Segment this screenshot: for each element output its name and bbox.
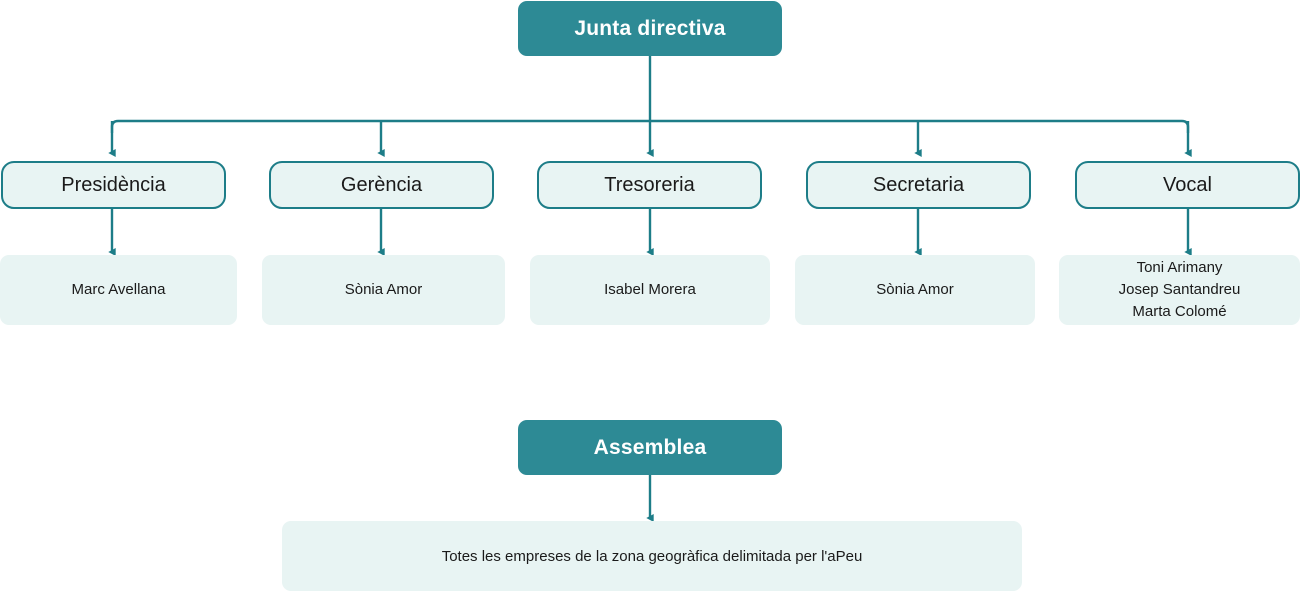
name-box-secretaria: Sònia Amor (795, 255, 1035, 325)
role-label-vocal: Vocal (1163, 173, 1212, 196)
role-label-tresoreria: Tresoreria (604, 173, 695, 196)
role-box-gerencia: Gerència (269, 161, 494, 209)
person-name: Marc Avellana (71, 281, 166, 299)
assembly-members-box: Totes les empreses de la zona geogràfica… (282, 521, 1022, 591)
person-name: Isabel Morera (604, 281, 696, 299)
name-box-tresoreria: Isabel Morera (530, 255, 770, 325)
role-box-secretaria: Secretaria (806, 161, 1031, 209)
person-name: Marta Colomé (1132, 302, 1227, 320)
person-name: Toni Arimany (1136, 259, 1223, 277)
person-name: Sònia Amor (344, 281, 423, 299)
name-box-gerencia: Sònia Amor (262, 255, 505, 325)
assemblea-label: Assemblea (593, 435, 707, 459)
name-box-presidencia: Marc Avellana (0, 255, 237, 325)
person-name: Sònia Amor (876, 281, 954, 299)
assembly-members-label: Totes les empreses de la zona geogràfica… (441, 547, 863, 565)
role-label-presidencia: Presidència (61, 173, 166, 196)
name-box-vocal: Toni Arimany Josep Santandreu Marta Colo… (1059, 255, 1300, 325)
role-box-tresoreria: Tresoreria (537, 161, 762, 209)
role-box-vocal: Vocal (1075, 161, 1300, 209)
assemblea-box: Assemblea (518, 420, 782, 475)
role-label-gerencia: Gerència (340, 173, 423, 196)
junta-directiva-box: Junta directiva (518, 1, 782, 56)
person-name: Josep Santandreu (1118, 281, 1241, 299)
role-label-secretaria: Secretaria (872, 173, 965, 196)
junta-directiva-label: Junta directiva (574, 16, 726, 40)
role-box-presidencia: Presidència (1, 161, 226, 209)
